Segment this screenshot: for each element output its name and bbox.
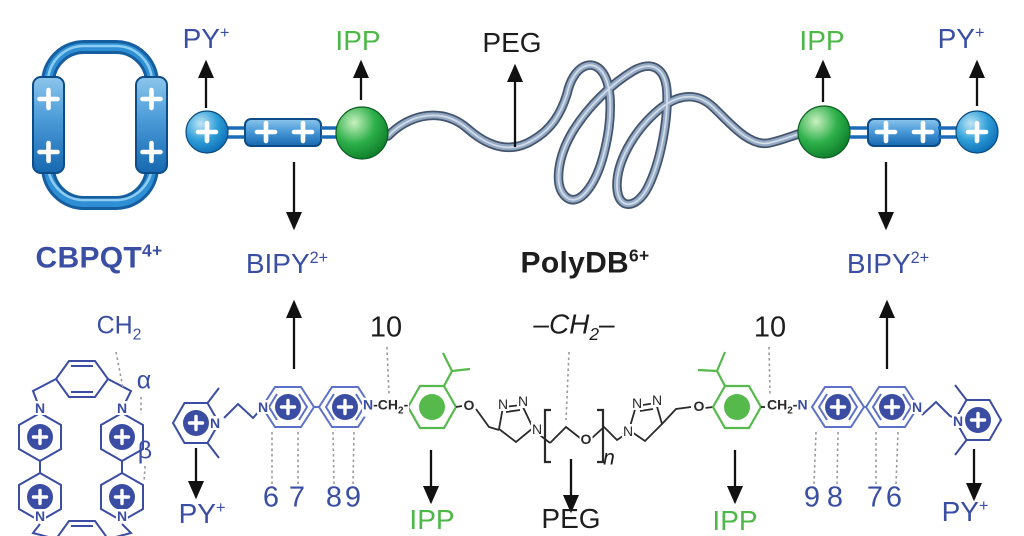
label-py-bottom-left: PY+ — [178, 498, 226, 530]
label-ten-right: 10 — [753, 311, 787, 344]
py-ring-left-structure — [171, 387, 262, 459]
label-ch2-mid: –CH2– — [533, 308, 615, 345]
label-ch2-corner: CH2 — [96, 311, 142, 344]
triazole-left-n3: N — [530, 421, 544, 437]
ipp-ring-left-structure — [399, 352, 471, 430]
bipy-left-structure — [260, 386, 373, 428]
macro-n-bottom-right: N — [115, 508, 129, 524]
label-num-9-right: 9 — [803, 481, 821, 514]
label-ten-left: 10 — [369, 311, 403, 344]
label-num-7-right: 7 — [866, 481, 884, 514]
bipy-right-n: N — [910, 399, 924, 415]
aryl-o-right: O — [692, 398, 706, 414]
repeat-n-subscript: n — [603, 446, 615, 470]
triazole-right-n3: N — [650, 392, 664, 408]
peg-strand — [383, 60, 807, 209]
label-bipy-right: BIPY2+ — [846, 248, 930, 280]
label-ipp-bottom-right: IPP — [712, 505, 758, 536]
triazole-right-structure — [627, 401, 714, 443]
label-py-bottom-right: PY+ — [941, 496, 989, 528]
label-ipp-top-left: IPP — [335, 25, 381, 56]
dotted-leaders — [115, 346, 899, 485]
ipp-ring-right-structure — [697, 351, 765, 430]
label-polydb: PolyDB6+ — [520, 245, 650, 280]
cbpqt-ring-icon — [32, 40, 168, 210]
label-num-9-left: 9 — [344, 481, 362, 514]
bipy-left-n: N — [256, 399, 270, 415]
bipy-right-structure — [810, 386, 920, 428]
label-num-6-right: 6 — [885, 481, 903, 514]
label-cbpqt: CBPQT4+ — [35, 240, 163, 275]
py-right-n: N — [951, 413, 965, 429]
label-py-top-right: PY+ — [937, 23, 985, 55]
triazole-left-n2: N — [516, 393, 530, 409]
triazole-right-n2: N — [630, 395, 644, 411]
label-py-top-left: PY+ — [182, 23, 230, 55]
label-alpha: α — [136, 366, 152, 395]
peg-o: O — [579, 431, 593, 447]
py-left-n: N — [208, 415, 222, 431]
macro-n-top-left: N — [33, 400, 47, 416]
cbpqt-macrocycle-structure — [18, 360, 144, 536]
macro-n-bottom-left: N — [33, 508, 47, 524]
label-num-8-left: 8 — [325, 481, 343, 514]
label-ipp-bottom-left: IPP — [409, 504, 455, 535]
polymer-cartoon — [185, 105, 999, 160]
ipp-sphere-right — [797, 105, 851, 159]
triazole-right-n1: N — [621, 423, 635, 439]
label-peg-bottom: PEG — [541, 503, 601, 534]
ipp-sphere-left — [335, 106, 389, 160]
label-ipp-top-right: IPP — [799, 25, 845, 56]
label-num-8-right: 8 — [826, 481, 844, 514]
label-beta: β — [137, 436, 153, 465]
ch2-n-bridge-right: CH2-N — [766, 396, 809, 417]
aryl-o-left: O — [462, 397, 476, 413]
macro-n-top-right: N — [115, 400, 129, 416]
callout-arrows — [187, 59, 986, 514]
label-peg-top: PEG — [482, 27, 542, 58]
n-ch2-bridge-left: N-CH2- — [362, 396, 410, 417]
label-bipy-left: BIPY2+ — [245, 248, 329, 280]
triazole-left-n1: N — [496, 396, 510, 412]
label-num-7-left: 7 — [288, 481, 306, 514]
label-num-6-left: 6 — [262, 481, 280, 514]
